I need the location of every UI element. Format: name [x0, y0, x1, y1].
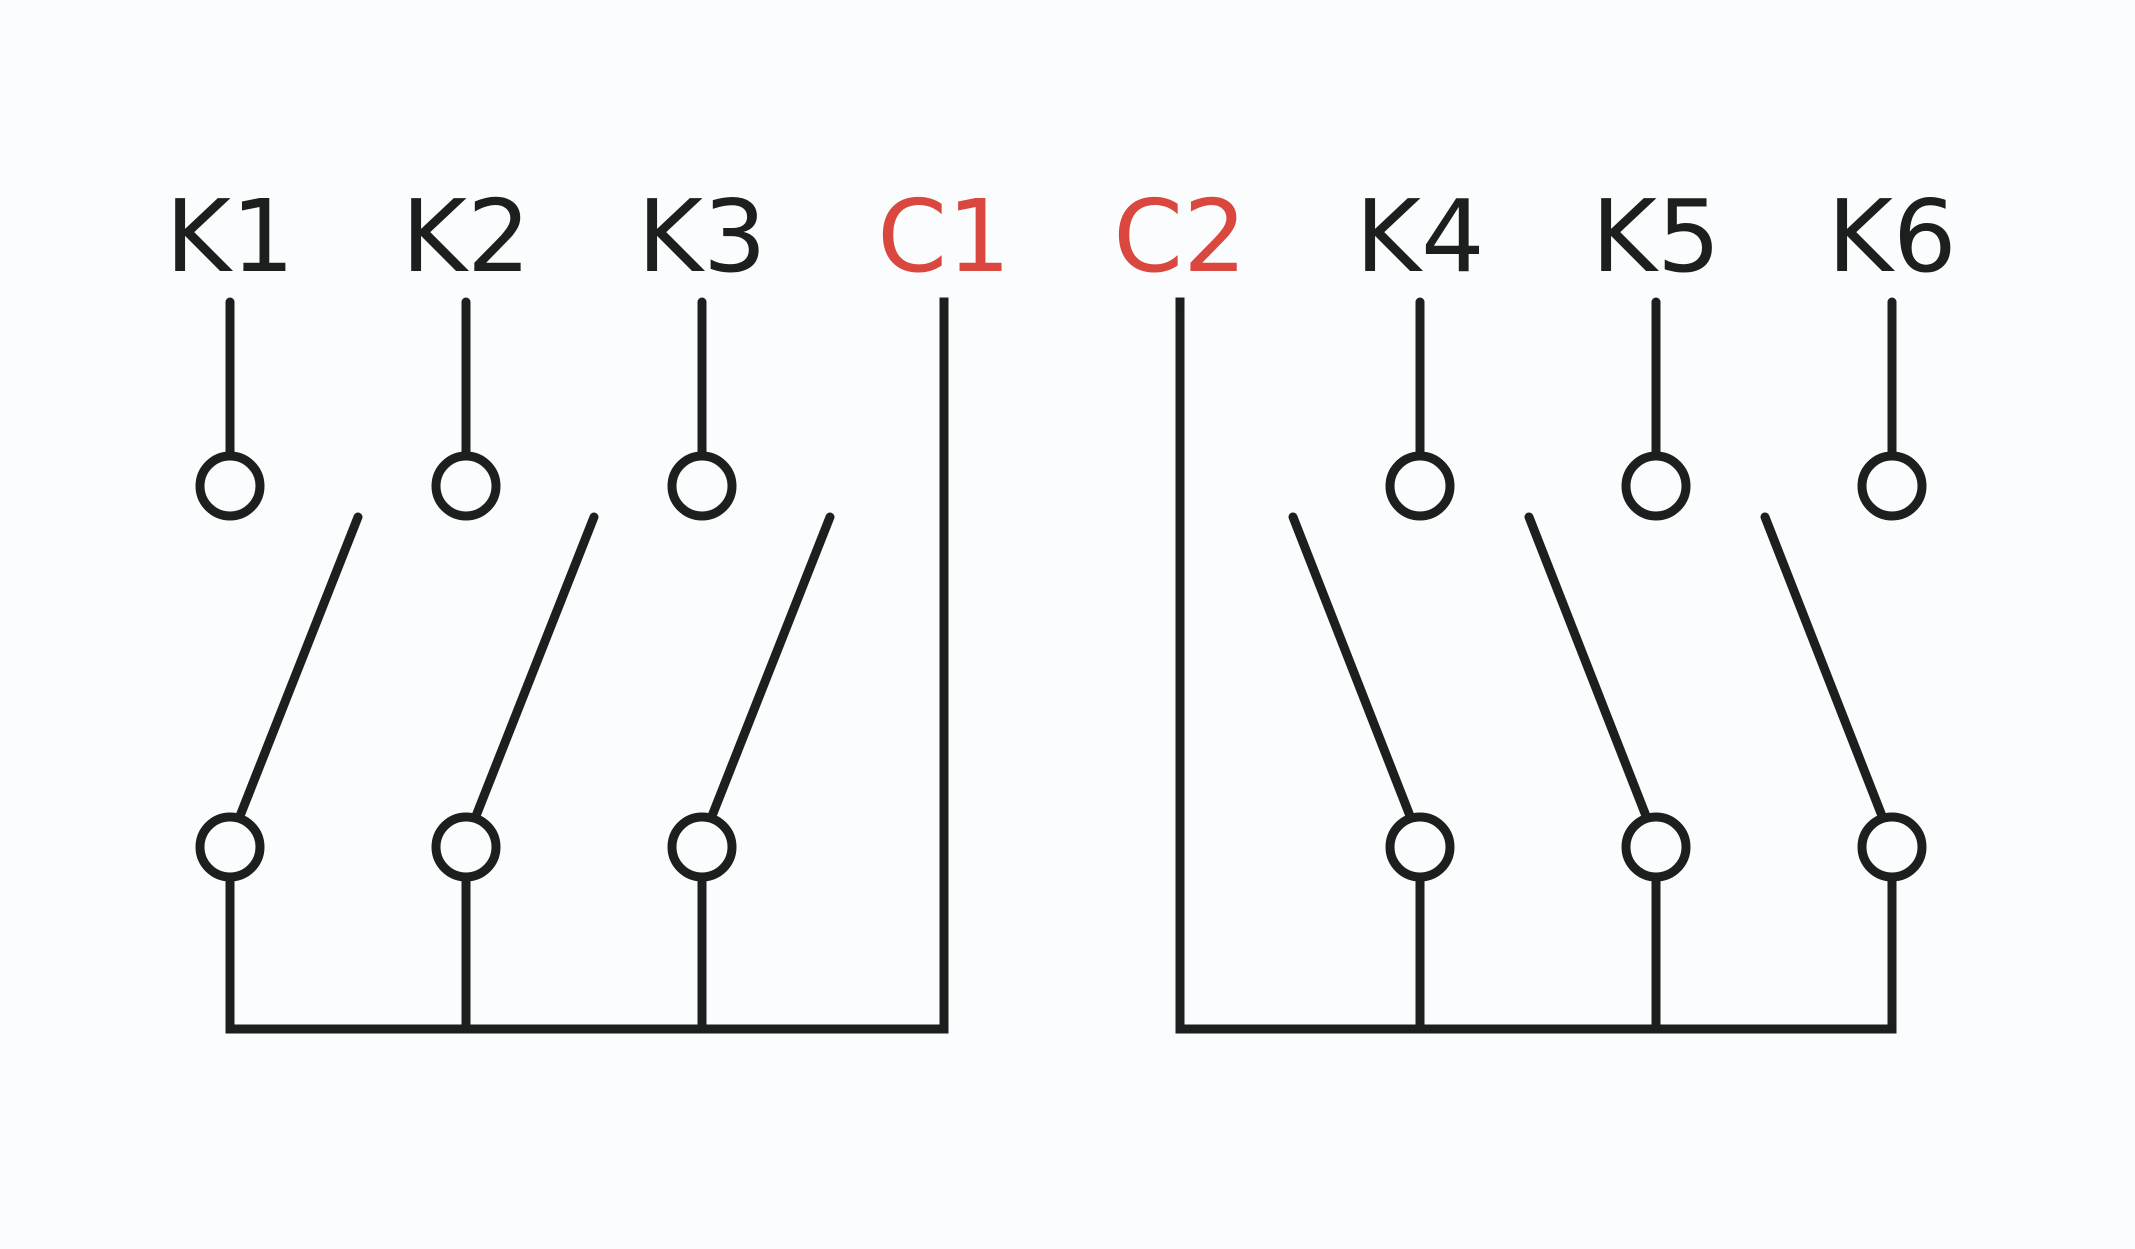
k6-switch-blade	[1760, 512, 1889, 826]
c1-bus-left-cap	[225, 1024, 235, 1034]
k4-lower-terminal	[1385, 812, 1455, 882]
c1-common-bus	[225, 297, 949, 1034]
label-k3: K3	[637, 178, 766, 295]
k4-switch-blade	[1288, 512, 1417, 826]
k5-switch-blade	[1524, 512, 1653, 826]
label-c1: C1	[877, 178, 1010, 295]
label-k2: K2	[401, 178, 530, 295]
switch-group-left	[195, 297, 949, 1034]
label-k1: K1	[165, 178, 294, 295]
label-k5: K5	[1591, 178, 1720, 295]
k4-upper-terminal	[1385, 451, 1455, 521]
k1-lower-terminal	[195, 812, 265, 882]
switch-group-right	[1175, 297, 1927, 1034]
label-k4: K4	[1355, 178, 1484, 295]
k6-lower-terminal	[1857, 812, 1927, 882]
terminal-labels: K1 K2 K3 C1 C2 K4 K5 K6	[165, 178, 1956, 295]
c1-lead-end-cap	[939, 297, 949, 307]
k1-upper-terminal	[195, 451, 265, 521]
c2-lead-end-cap	[1175, 297, 1185, 307]
k5-upper-terminal	[1621, 451, 1691, 521]
label-k6: K6	[1827, 178, 1956, 295]
k3-upper-terminal	[667, 451, 737, 521]
c2-common-bus	[1175, 297, 1897, 1034]
k3-switch-blade	[705, 512, 835, 826]
label-c2: C2	[1113, 178, 1246, 295]
k5-lower-terminal	[1621, 812, 1691, 882]
k1-switch-blade	[233, 512, 363, 826]
k2-switch-blade	[469, 512, 599, 826]
k2-lower-terminal	[431, 812, 501, 882]
k3-lower-terminal	[667, 812, 737, 882]
k2-upper-terminal	[431, 451, 501, 521]
k6-upper-terminal	[1857, 451, 1927, 521]
